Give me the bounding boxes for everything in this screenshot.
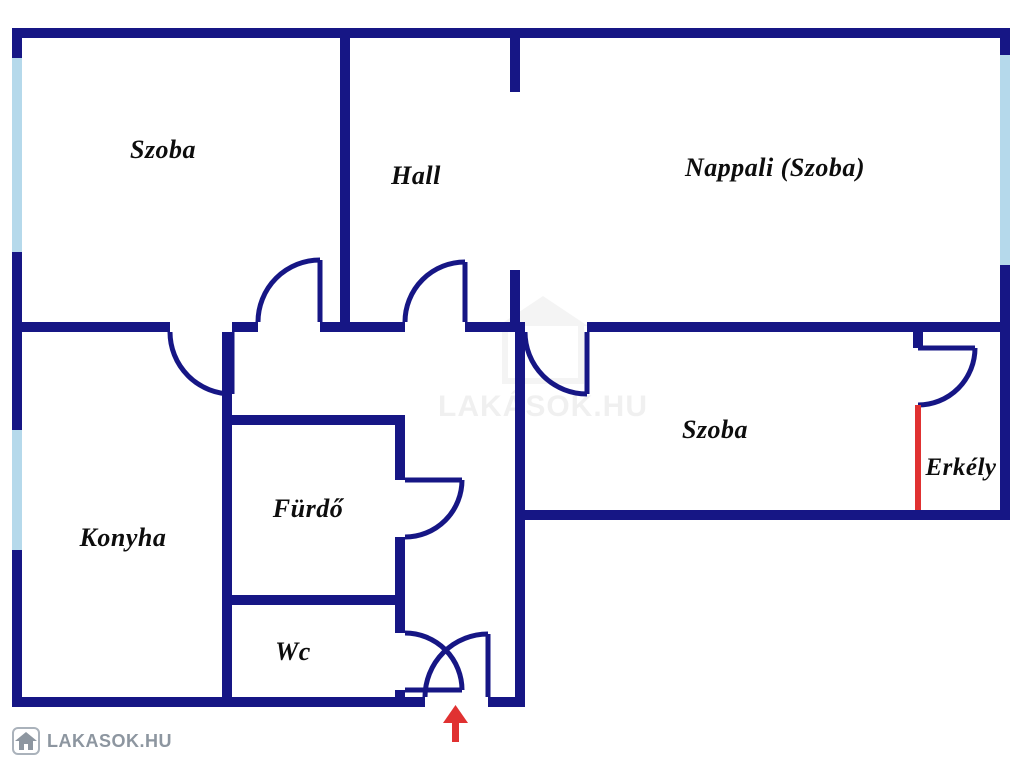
wall-szoba-hall [340, 28, 350, 332]
door-arc-entrance [422, 631, 489, 698]
wall-outer-right [1000, 28, 1010, 520]
wall-szoba-bottom-south [525, 510, 1010, 520]
wall-konyha-right [222, 332, 232, 697]
room-label-szoba-bottom: Szoba [681, 415, 749, 444]
wall-bottom-entrance-right [488, 697, 525, 707]
walls [12, 28, 1010, 707]
wall-furdo-wc-separator [222, 595, 405, 605]
door-arc-furdo [404, 479, 465, 540]
wall-middle-seg2 [232, 322, 258, 332]
wall-hall-nappali-stub-bottom [510, 270, 520, 322]
watermark: LAKÁSOK.HU [428, 296, 658, 424]
room-label-hall: Hall [391, 161, 441, 190]
wall-furdo-right-seg3 [395, 690, 405, 697]
room-label-szoba-top-left: Szoba [129, 135, 197, 164]
wall-balcony-stub [913, 332, 923, 348]
wall-bottom-left [12, 697, 425, 707]
window-nappali-right [1000, 55, 1010, 265]
door-arc-konyha [167, 331, 233, 397]
watermark-text: LAKÁSOK.HU [438, 390, 648, 423]
room-label-nappali: Nappali (Szoba) [684, 153, 866, 182]
entrance-arrow-icon [443, 705, 468, 742]
room-label-konyha: Konyha [79, 523, 167, 552]
wall-outer-left [12, 28, 22, 707]
balcony-door-marker [915, 405, 921, 510]
window-szoba-left [12, 58, 22, 252]
lakasok-logo-text: LAKASOK.HU [47, 730, 172, 751]
wall-middle-seg1 [12, 322, 170, 332]
wall-middle-seg3 [320, 322, 405, 332]
wall-middle-seg5 [587, 322, 1000, 332]
door-arc-erkely [917, 347, 978, 408]
room-label-furdo: Fürdő [272, 494, 344, 523]
door-arc-szoba-top-left [255, 257, 321, 323]
room-label-erkely: Erkély [925, 454, 997, 481]
lakasok-logo: LAKASOK.HU [12, 725, 172, 757]
watermark-house-icon [502, 326, 584, 384]
wall-corridor-right [515, 322, 525, 707]
windows [12, 55, 1010, 550]
wall-hall-nappali-stub-top [510, 28, 520, 92]
door-arc-hall [402, 259, 466, 323]
room-label-wc: Wc [275, 637, 311, 666]
window-konyha-left [12, 430, 22, 550]
door-arc-szoba-bottom [522, 331, 588, 397]
wall-furdo-top [222, 415, 405, 425]
wall-furdo-right-seg1 [395, 415, 405, 480]
wall-middle-seg4 [465, 322, 515, 332]
wall-furdo-right-seg2 [395, 537, 405, 633]
lakasok-house-icon [12, 727, 40, 755]
doors [167, 257, 978, 698]
